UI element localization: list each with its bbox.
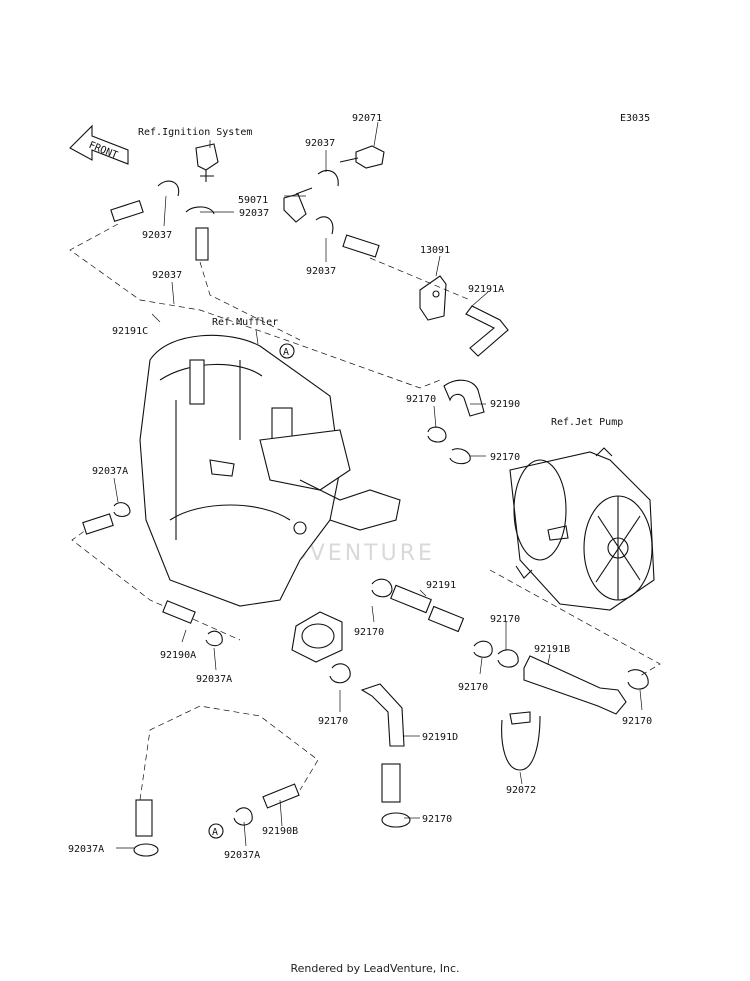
straight-hose-icon [342,234,380,258]
part-label: 92037A [196,674,232,685]
hose-92191B-icon [523,655,627,715]
part-label: 92037 [152,270,182,281]
routing-line [139,705,319,801]
part-label: 92037 [306,266,336,277]
part-label: 92190B [262,826,298,837]
hose-92190-icon [443,379,485,417]
ref-muffler: Ref.Muffler [212,317,278,328]
clamp-icon [329,426,649,828]
ignition-fitting-icon [195,140,219,182]
part-label: 92037 [305,138,335,149]
clamp-icon [157,180,215,215]
leader-lines [113,150,643,849]
routing-line [71,519,241,641]
part-label: 92170 [406,394,436,405]
hose-92191D-icon [360,683,405,803]
part-label: 92190 [490,399,520,410]
routing-line [199,261,301,341]
svg-text:A: A [283,347,289,358]
part-label: 92071 [352,113,382,124]
part-label: 13091 [420,245,450,256]
part-label: 92170 [422,814,452,825]
part-label: 92191B [534,644,570,655]
part-label: 92170 [490,614,520,625]
part-label: 92170 [354,627,384,638]
part-label: 92170 [458,682,488,693]
short-hose-icon [135,783,300,837]
part-label: 92190A [160,650,196,661]
hose-92191A-icon [465,305,509,357]
part-label: 92170 [622,716,652,727]
part-label: 92037A [92,466,128,477]
vertical-hose-icon [195,227,209,261]
part-label: 92170 [318,716,348,727]
part-label: 92037A [68,844,104,855]
routing-line [489,569,661,677]
front-arrow-icon: FRONT [69,124,129,165]
clamp-icon [315,169,339,235]
muffler-icon [139,334,401,663]
part-label: 92037A [224,850,260,861]
footer-credit: Rendered by LeadVenture, Inc. [290,962,460,975]
routing-line [69,223,441,389]
part-label: 92037 [142,230,172,241]
part-label: 92191D [422,732,458,743]
clamp-icon [133,807,253,857]
svg-text:A: A [212,827,218,838]
jet-pump-icon [509,447,655,611]
fitting-92071-icon [339,121,385,169]
bracket-13091-icon [419,275,447,321]
strap-92072-icon [501,711,541,771]
callout-marker-a: A [279,343,295,359]
part-label: 92191C [112,326,148,337]
short-hose-icon [110,199,144,223]
part-label: 92191 [426,580,456,591]
clamp-icon [113,502,131,518]
part-label: 92191A [468,284,504,295]
part-label: 92072 [506,785,536,796]
clamp-icon [205,630,223,647]
ref-ignition-system: Ref.Ignition System [138,127,252,138]
part-labels: 92071 92037 59071 92037 92037 92037 1309… [68,113,652,861]
short-hose-icon [82,513,465,633]
ref-jet-pump: Ref.Jet Pump [551,417,623,428]
callout-marker-a: A [208,823,224,839]
diagram-code: E3035 [620,113,650,124]
part-label: 92170 [490,452,520,463]
part-label: 92037 [239,208,269,219]
part-label: 59071 [238,195,268,206]
elbow-fitting-59071-icon [283,187,313,223]
routing-line [369,257,471,301]
